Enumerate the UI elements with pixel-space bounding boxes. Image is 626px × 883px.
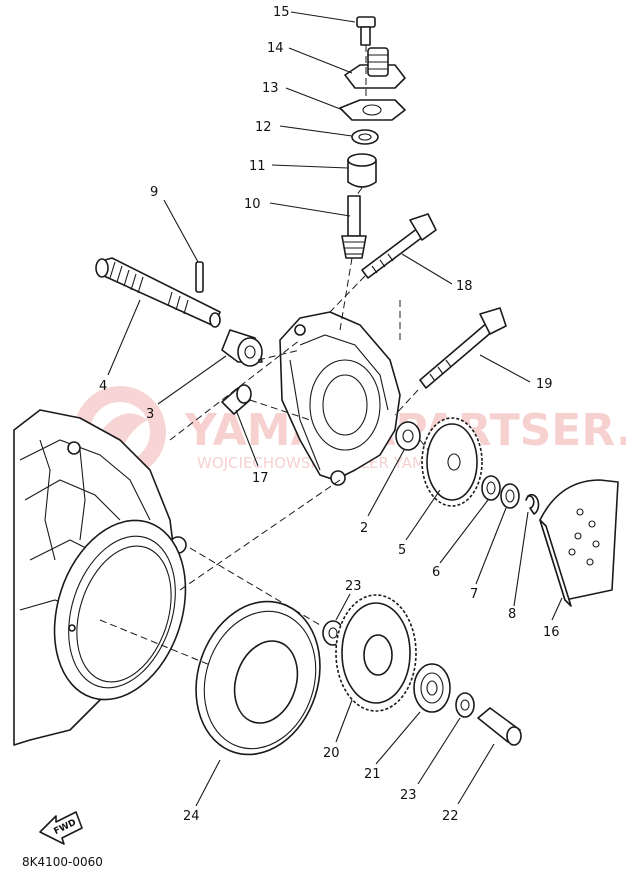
part-11-bushing (347, 153, 377, 188)
callout-9: 9 (150, 185, 158, 200)
callout-12: 12 (255, 120, 272, 135)
part-5-gear (421, 417, 483, 507)
callout-20: 20 (323, 746, 340, 761)
callout-11: 11 (249, 159, 266, 174)
part-14-cable-fitting (344, 47, 406, 89)
part-12-washer (351, 129, 379, 145)
callout-6: 6 (432, 565, 440, 580)
callout-24: 24 (183, 809, 200, 824)
part-21-bearing (413, 663, 451, 713)
callout-17: 17 (252, 471, 269, 486)
part-24-ring (195, 600, 321, 756)
part-2-washer (395, 421, 421, 451)
callout-7: 7 (470, 587, 478, 602)
callout-13: 13 (262, 81, 279, 96)
leader-lines (107, 11, 563, 807)
part-4-drive-shaft (95, 257, 221, 328)
callout-16: 16 (543, 625, 560, 640)
part-19-bolt (419, 307, 507, 389)
callout-4: 4 (99, 379, 107, 394)
part-15-screw (356, 16, 376, 46)
pump-housing (279, 311, 401, 486)
part-8-circlip (525, 493, 540, 515)
crankcase (13, 409, 187, 746)
callout-23-upper: 23 (345, 579, 362, 594)
part-20-large-gear (335, 594, 417, 712)
callout-3: 3 (146, 407, 154, 422)
callout-8: 8 (508, 607, 516, 622)
part-22-shaft (477, 707, 522, 746)
callout-18: 18 (456, 279, 473, 294)
part-3-collar (221, 329, 263, 367)
callout-5: 5 (398, 543, 406, 558)
part-6-washer (481, 475, 501, 501)
part-23-washer-lower (455, 692, 475, 718)
callout-21: 21 (364, 767, 381, 782)
part-13-gasket (339, 99, 406, 121)
callout-19: 19 (536, 377, 553, 392)
callouts: 15 14 13 12 11 10 9 18 4 19 3 17 2 5 6 7… (99, 5, 560, 824)
callout-2: 2 (360, 521, 368, 536)
callout-14: 14 (267, 41, 284, 56)
part-18-bolt (361, 213, 437, 279)
diagram-code: 8K4100-0060 (22, 855, 103, 869)
part-7-washer (500, 483, 520, 509)
callout-15: 15 (273, 5, 290, 20)
part-16-cover-plate (539, 479, 619, 607)
callout-23-lower: 23 (400, 788, 417, 803)
callout-22: 22 (442, 809, 459, 824)
assembly-lines (99, 45, 429, 666)
part-10-gear-shaft (341, 195, 367, 259)
callout-10: 10 (244, 197, 261, 212)
part-9-pin (195, 261, 204, 293)
fwd-arrow-icon: FWD (39, 811, 83, 845)
